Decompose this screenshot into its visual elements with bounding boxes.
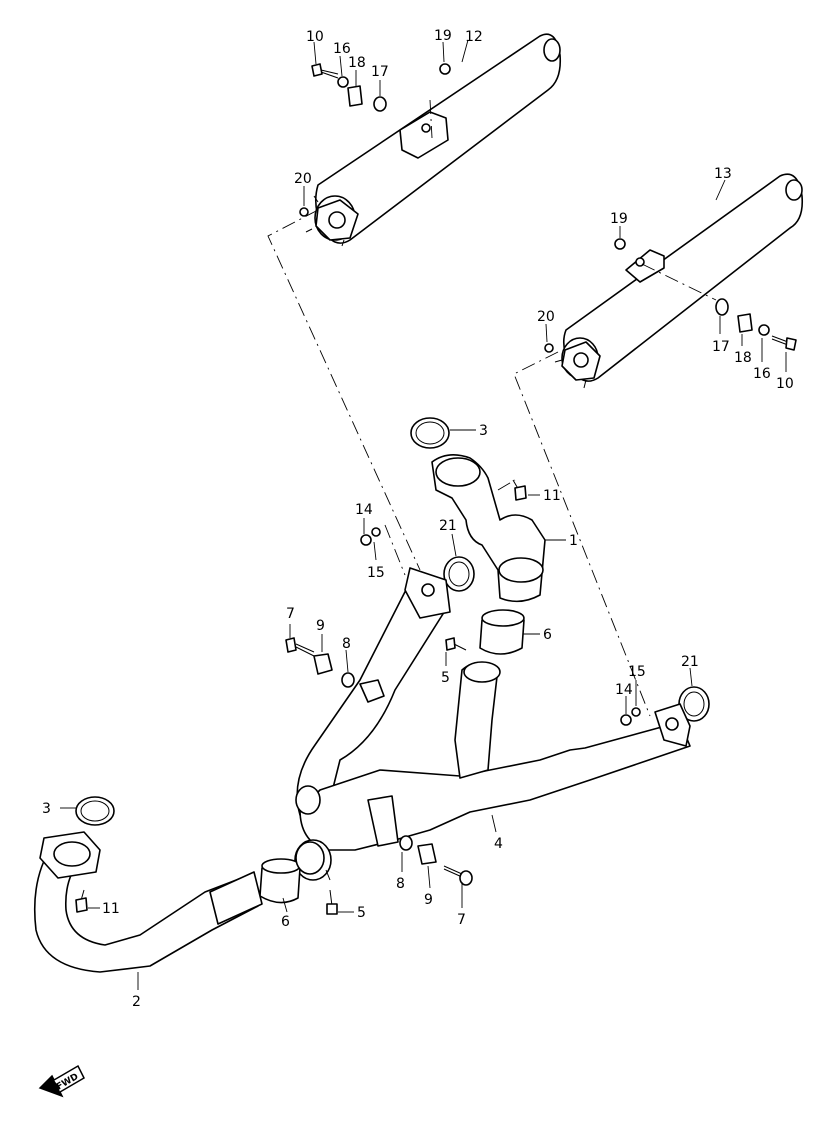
callout-21-right: 21 (681, 654, 699, 670)
washer-16-lower (758, 324, 770, 336)
callout-6-upper: 6 (543, 627, 552, 643)
callouts: 1 2 3 3 4 5 5 6 6 7 7 8 8 9 9 10 10 11 1… (42, 28, 794, 1010)
rubber-9-lower (417, 843, 437, 865)
bolt-5-lower (326, 889, 338, 915)
nut-19-lower (614, 238, 626, 250)
gasket-3-lower-inner (80, 800, 110, 822)
rubber-18-lower (737, 313, 753, 333)
callout-12: 12 (465, 29, 483, 45)
callout-5-upper: 5 (441, 670, 450, 686)
callout-2: 2 (132, 994, 141, 1010)
clamp-lower (295, 841, 331, 881)
washer-16-upper (337, 76, 349, 88)
callout-17-lower: 17 (712, 339, 730, 355)
callout-15-upper: 15 (367, 565, 385, 581)
callout-13: 13 (714, 166, 732, 182)
leader-lines (60, 39, 787, 990)
sleeve-6-upper (479, 609, 525, 655)
callout-8-upper: 8 (342, 636, 351, 652)
callout-14-upper: 14 (355, 502, 373, 518)
callout-9-upper: 9 (316, 618, 325, 634)
callout-1: 1 (569, 533, 578, 549)
sleeve-6-lower (259, 858, 301, 904)
nut-19-upper (439, 63, 451, 75)
callout-4: 4 (494, 836, 503, 852)
callout-11-upper: 11 (543, 488, 561, 504)
callout-10-lower: 10 (776, 376, 794, 392)
callout-17-upper: 17 (371, 64, 389, 80)
callout-5-lower: 5 (357, 905, 366, 921)
washer-15-right (631, 707, 641, 717)
muffler-12 (305, 33, 562, 247)
callout-20-upper: 20 (294, 171, 312, 187)
fwd-arrow-icon: FWD (38, 1064, 85, 1098)
gasket-20-lower (544, 343, 554, 353)
header-pipe-2 (33, 831, 263, 973)
rubber-18-upper (347, 85, 363, 107)
muffler-13 (554, 173, 804, 389)
callout-19-lower: 19 (610, 211, 628, 227)
callout-18-lower: 18 (734, 350, 752, 366)
bolt-11-lower (75, 889, 88, 913)
gasket-21-left-inner (448, 561, 470, 587)
gasket-21-right-inner (683, 691, 705, 717)
assembly-lines (267, 99, 717, 717)
collar-17-lower (715, 298, 729, 316)
callout-8-lower: 8 (396, 876, 405, 892)
callout-16-upper: 16 (333, 41, 351, 57)
callout-9-lower: 9 (424, 892, 433, 908)
callout-3-lower: 3 (42, 801, 51, 817)
callout-7-upper: 7 (286, 606, 295, 622)
bolt-10-lower (771, 335, 797, 351)
callout-16-lower: 16 (753, 366, 771, 382)
nut-14-upper (360, 534, 372, 546)
gasket-3-upper-inner (415, 421, 445, 445)
bolt-11-upper (512, 479, 527, 501)
callout-3-upper: 3 (479, 423, 488, 439)
bolt-10-upper (311, 63, 339, 79)
connector-pipe-4 (294, 567, 691, 881)
callout-11-lower: 11 (102, 901, 120, 917)
callout-15-right: 15 (628, 664, 646, 680)
mid-pipe-1 (431, 454, 546, 603)
collar-17-upper (373, 96, 387, 112)
callout-19-upper: 19 (434, 28, 452, 44)
callout-10-upper: 10 (306, 29, 324, 45)
bolt-5-upper (445, 637, 467, 651)
washer-15-upper (371, 527, 381, 537)
callout-6-lower: 6 (281, 914, 290, 930)
collar-8-upper (341, 672, 355, 688)
callout-21-left: 21 (439, 518, 457, 534)
nut-14-right (620, 714, 632, 726)
rubber-9-upper (313, 653, 333, 675)
gasket-20-upper (299, 207, 309, 217)
callout-18-upper: 18 (348, 55, 366, 71)
callout-14-right: 14 (615, 682, 633, 698)
collar-8-lower (399, 835, 413, 851)
callout-20-lower: 20 (537, 309, 555, 325)
bolt-7-upper (285, 637, 315, 657)
callout-7-lower: 7 (457, 912, 466, 928)
bolt-7-lower (443, 865, 473, 886)
